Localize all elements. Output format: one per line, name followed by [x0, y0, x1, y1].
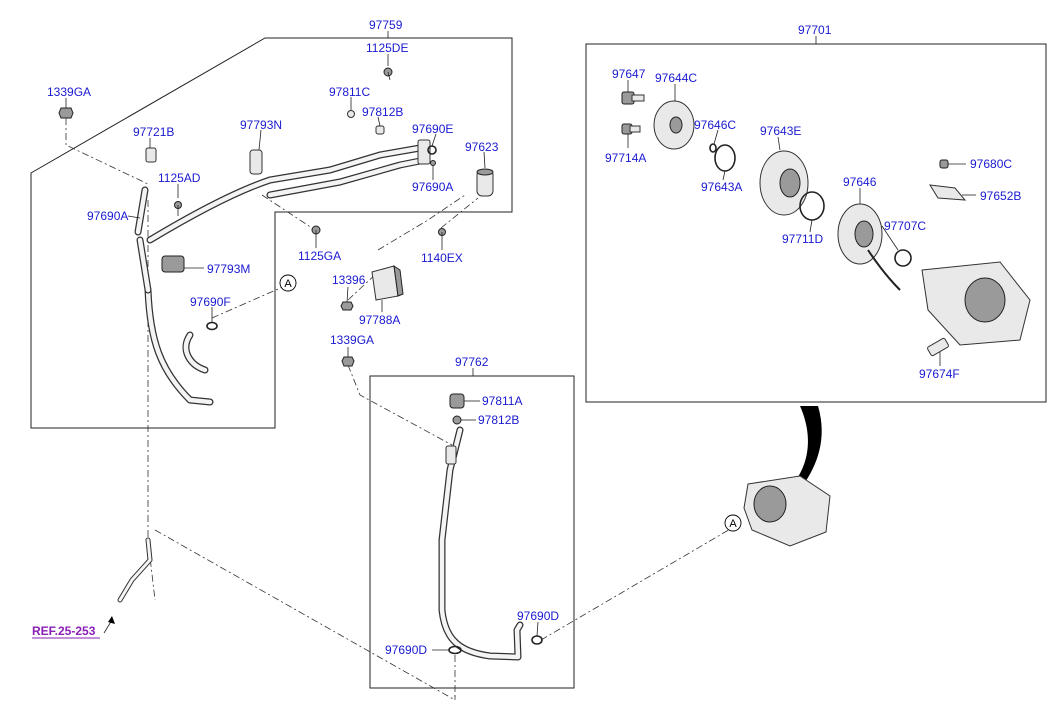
callout-a-upper[interactable]: A	[279, 274, 297, 292]
label-97646[interactable]: 97646	[843, 175, 877, 189]
clip-97812b-top[interactable]	[375, 125, 385, 135]
label-97652b[interactable]: 97652B	[980, 189, 1021, 203]
ref-link-25-253[interactable]: REF.25-253	[32, 624, 96, 638]
label-97812b-bottom[interactable]: 97812B	[478, 413, 519, 427]
label-97812b-top[interactable]: 97812B	[362, 105, 403, 119]
label-97701[interactable]: 97701	[798, 23, 832, 37]
label-97788a[interactable]: 97788A	[359, 313, 400, 327]
hose-assembly-box	[30, 37, 513, 429]
bolt-1339ga-mid[interactable]	[341, 356, 355, 367]
snap-ring-97711d[interactable]	[799, 191, 825, 221]
shim-97707c[interactable]	[894, 249, 912, 267]
label-97721b[interactable]: 97721B	[133, 125, 174, 139]
label-13396[interactable]: 13396	[332, 273, 366, 287]
label-97646c[interactable]: 97646C	[694, 118, 736, 132]
pulley-97643e[interactable]	[759, 150, 809, 216]
bolt-97647[interactable]	[621, 91, 645, 105]
callout-a-lower-text: A	[729, 518, 737, 530]
discharge-hose-box	[369, 375, 575, 689]
oring-97690d-left[interactable]	[448, 645, 462, 655]
label-97680c[interactable]: 97680C	[970, 157, 1012, 171]
label-97643e[interactable]: 97643E	[760, 124, 801, 138]
label-97707c[interactable]: 97707C	[884, 219, 926, 233]
label-97644c[interactable]: 97644C	[655, 71, 697, 85]
dashed-connection-lines	[65, 118, 733, 701]
label-97690d-left[interactable]: 97690D	[385, 643, 427, 657]
label-97690d-right[interactable]: 97690D	[517, 609, 559, 623]
assembled-compressor[interactable]	[743, 475, 831, 547]
clutch-plate-97644c[interactable]	[653, 100, 695, 150]
compressor-assembly-box	[585, 43, 1047, 403]
label-97793m[interactable]: 97793M	[207, 262, 250, 276]
discharge-hose[interactable]	[438, 426, 524, 661]
leader-lines	[65, 54, 976, 651]
label-97674f[interactable]: 97674F	[919, 367, 960, 381]
label-1125de[interactable]: 1125DE	[366, 41, 408, 55]
clip-97721b[interactable]	[145, 147, 157, 163]
bolt-1339ga-top[interactable]	[58, 107, 74, 119]
label-97690a-left[interactable]: 97690A	[87, 209, 128, 223]
bracket-97652b[interactable]	[929, 184, 967, 201]
label-97714a[interactable]: 97714A	[605, 151, 646, 165]
oring-97690f[interactable]	[206, 321, 218, 331]
label-1140ex[interactable]: 1140EX	[421, 251, 463, 265]
nut-13396[interactable]	[340, 301, 354, 311]
detail-pointer	[796, 406, 822, 484]
label-97690a-right[interactable]: 97690A	[412, 180, 453, 194]
clip-97811a[interactable]	[449, 393, 465, 409]
compressor-body[interactable]	[921, 261, 1031, 346]
clip-97812b-bottom[interactable]	[452, 415, 462, 425]
bracket-97788a[interactable]	[371, 264, 404, 301]
valve-97623[interactable]	[476, 168, 494, 197]
label-97690f[interactable]: 97690F	[190, 295, 231, 309]
snap-ring-97646c[interactable]	[709, 143, 717, 153]
label-97811a[interactable]: 97811A	[482, 394, 522, 408]
bolt-97680c[interactable]	[939, 159, 949, 169]
clip-97811c[interactable]	[347, 110, 355, 118]
oring-97690a-right[interactable]	[430, 160, 436, 166]
label-97711d[interactable]: 97711D	[782, 232, 823, 246]
callout-a-upper-text: A	[284, 278, 292, 290]
field-coil-97646[interactable]	[837, 203, 901, 291]
label-97759[interactable]: 97759	[369, 18, 403, 32]
label-1125ad[interactable]: 1125AD	[158, 171, 201, 185]
suction-hose-assembly[interactable]	[134, 139, 431, 406]
label-97643a[interactable]: 97643A	[701, 180, 742, 194]
bolt-1125ad[interactable]	[174, 201, 182, 217]
label-97690e[interactable]: 97690E	[412, 122, 453, 136]
label-97623[interactable]: 97623	[465, 140, 499, 154]
label-97793n[interactable]: 97793N	[240, 118, 282, 132]
label-1125ga[interactable]: 1125GA	[298, 249, 341, 263]
label-97647[interactable]: 97647	[612, 67, 646, 81]
bolt-1125ga[interactable]	[311, 225, 321, 240]
callout-a-lower[interactable]: A	[724, 514, 742, 532]
bolt-1140ex[interactable]	[438, 228, 446, 241]
switch-97674f[interactable]	[927, 337, 949, 357]
label-1339ga-top[interactable]: 1339GA	[47, 85, 91, 99]
bolt-97714a[interactable]	[621, 123, 641, 135]
label-1339ga-mid[interactable]: 1339GA	[330, 333, 374, 347]
label-97762[interactable]: 97762	[455, 355, 489, 369]
part-labels: 97759 97762 97701 1125DE 1339GA 97721B 1…	[32, 18, 1021, 657]
snap-ring-97643a[interactable]	[714, 144, 736, 172]
label-97811c[interactable]: 97811C	[329, 85, 370, 99]
oring-97690d-right[interactable]	[531, 635, 543, 645]
bolt-1125de[interactable]	[383, 67, 393, 81]
ref-pipe-sketch	[103, 537, 153, 634]
